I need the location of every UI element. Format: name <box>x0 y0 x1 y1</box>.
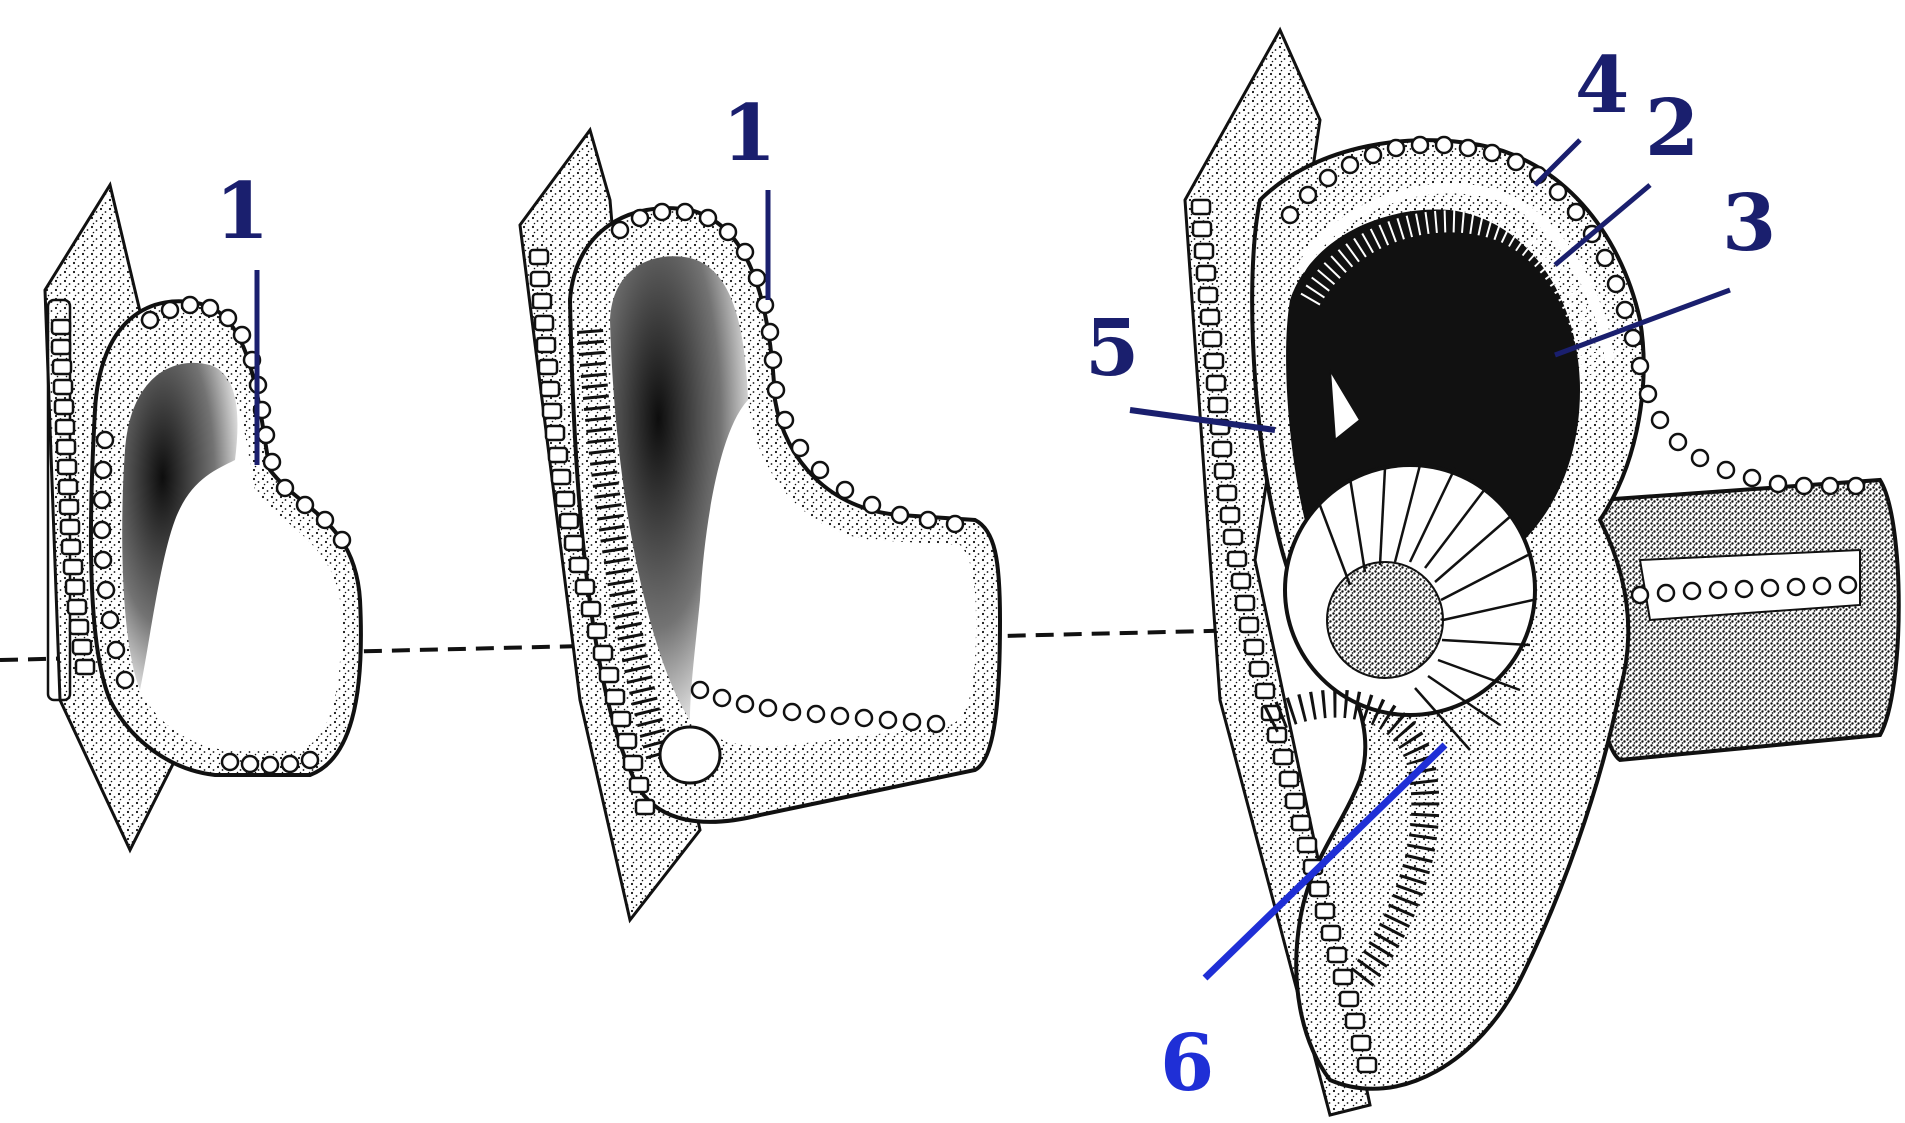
stage-2-optic-cup-early: 1 <box>520 88 1000 920</box>
stage-3-label-4: 4 <box>1575 40 1629 131</box>
stage-2-label-1: 1 <box>722 88 776 179</box>
stage-3-label-3: 3 <box>1722 178 1776 269</box>
stage-3-optic-stalk <box>1590 480 1899 760</box>
stage-3-label-6: 6 <box>1160 1018 1214 1109</box>
stage-3-label-5: 5 <box>1085 303 1139 394</box>
stage-3-lens-core <box>1327 562 1443 678</box>
stage-1-label-1: 1 <box>215 166 269 257</box>
stage-2-lens-pit <box>660 727 720 783</box>
stage-1-optic-vesicle: 1 <box>45 166 361 850</box>
stage-3-label-2: 2 <box>1645 83 1699 174</box>
stage-3-optic-cup-with-lens: 4 2 3 5 6 <box>1085 30 1899 1115</box>
